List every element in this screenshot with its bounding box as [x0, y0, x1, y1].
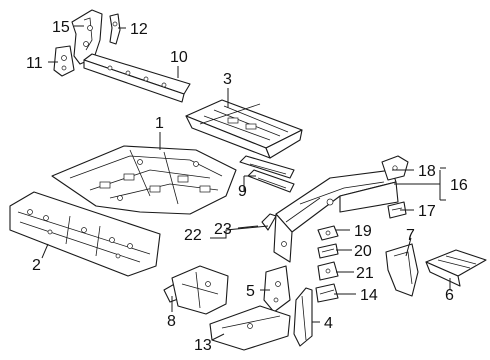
- part-16-rear-rail: [273, 169, 399, 263]
- part-17-plate: [387, 201, 407, 219]
- callout-7: 7: [406, 227, 415, 244]
- callout-18: 18: [418, 163, 436, 180]
- callout-22: 22: [184, 227, 202, 244]
- part-12-bracket: [109, 13, 121, 45]
- part-3-trunk-pan: [185, 99, 303, 159]
- part-7-side-bracket: [385, 243, 419, 297]
- callout-21: 21: [356, 265, 374, 282]
- part-23-clip: [261, 213, 277, 231]
- part-5-plate: [263, 265, 291, 313]
- callout-leaders: [41, 25, 451, 341]
- part-2-front-panel: [9, 191, 161, 277]
- callout-12: 12: [130, 21, 148, 38]
- callout-9: 9: [238, 183, 247, 200]
- callout-3: 3: [223, 71, 232, 88]
- part-9-reinforcement: [239, 155, 295, 193]
- part-10-cross-member: [83, 53, 191, 103]
- part-19-bracket: [317, 225, 339, 241]
- callout-1: 1: [155, 115, 164, 132]
- part-4-brace: [293, 287, 313, 347]
- callout-19: 19: [354, 223, 372, 240]
- callout-2: 2: [32, 257, 41, 274]
- part-6-tray: [425, 249, 487, 287]
- callout-8: 8: [167, 313, 176, 330]
- callout-4: 4: [324, 315, 333, 332]
- part-1-floor-pan: [51, 145, 237, 215]
- part-20-bracket: [317, 243, 339, 259]
- callout-10: 10: [170, 49, 188, 66]
- part-14-bracket: [315, 283, 339, 303]
- part-18-bracket: [381, 155, 409, 181]
- callout-17: 17: [418, 203, 436, 220]
- callout-15: 15: [52, 19, 70, 36]
- callout-16: 16: [450, 177, 468, 194]
- part-11-plate: [53, 45, 75, 77]
- part-21-bracket: [317, 261, 339, 281]
- part-13-rear-bracket: [171, 265, 291, 351]
- callout-14: 14: [360, 287, 378, 304]
- callout-23: 23: [214, 221, 232, 238]
- callout-20: 20: [354, 243, 372, 260]
- callout-11: 11: [26, 55, 43, 72]
- callout-labels: 15 12 11 10 3 1 2 9 22 23 18 16 17 19 20…: [26, 19, 468, 354]
- callout-5: 5: [246, 283, 255, 300]
- callout-13: 13: [194, 337, 212, 354]
- callout-6: 6: [445, 287, 454, 304]
